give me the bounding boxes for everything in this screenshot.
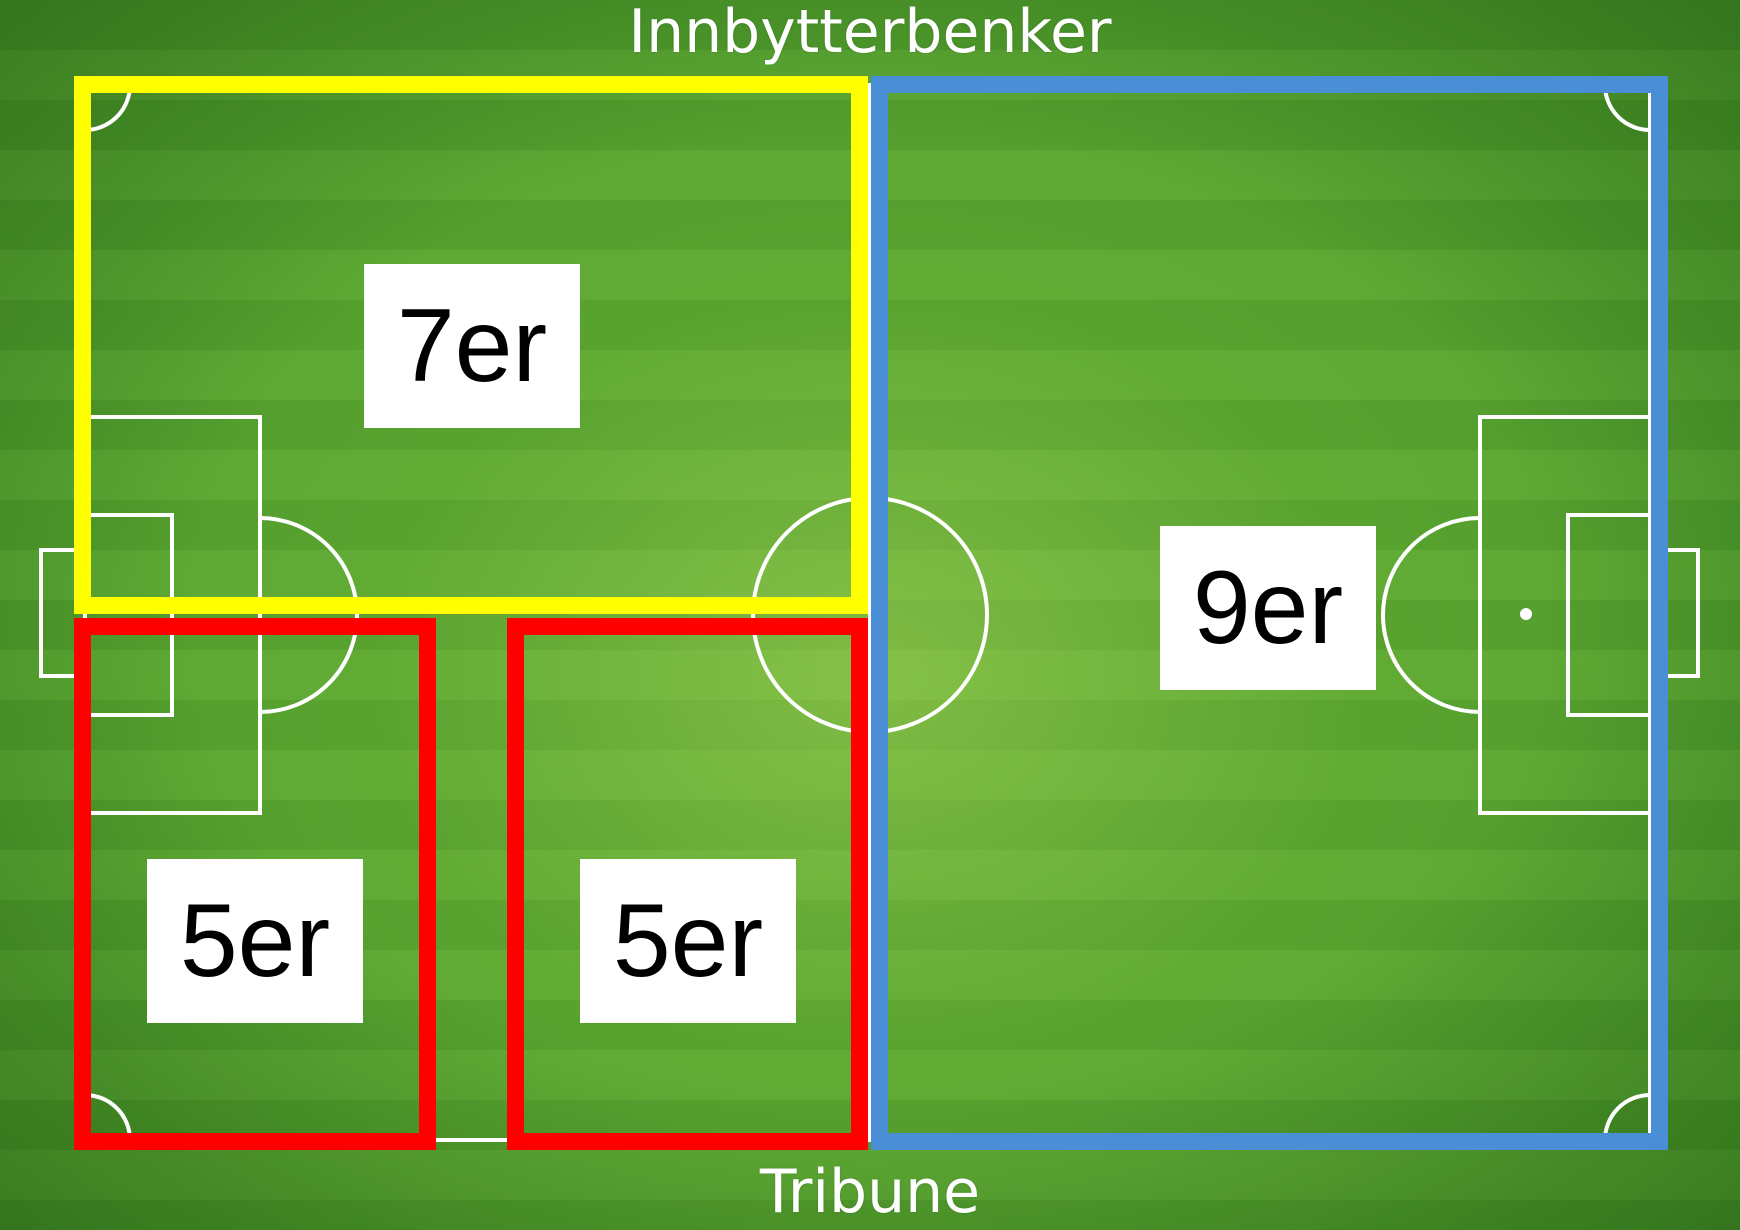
center-circle: [751, 496, 989, 734]
zone-5er-right-label: 5er: [580, 859, 796, 1023]
corner-arc-bottom-left: [84, 1093, 132, 1141]
penalty-spot: [1520, 608, 1532, 620]
right-penalty-arc: [1381, 516, 1481, 714]
zone-9er-label: 9er: [1160, 526, 1376, 690]
zone-5er-right: [507, 618, 868, 1150]
corner-arc-top-right: [1603, 84, 1651, 132]
zone-9er: [871, 76, 1668, 1150]
substitute-benches-label: Innbytterbenker: [628, 0, 1112, 67]
corner-arc-top-left: [84, 84, 132, 132]
zone-7er-label: 7er: [364, 264, 580, 428]
right-goal: [1648, 548, 1700, 678]
zone-5er-left-label: 5er: [147, 859, 363, 1023]
left-penalty-arc: [259, 516, 359, 714]
corner-arc-bottom-right: [1603, 1093, 1651, 1141]
zone-7er: [74, 76, 868, 614]
zone-5er-left: [74, 618, 436, 1150]
stand-label: Tribune: [759, 1157, 981, 1227]
